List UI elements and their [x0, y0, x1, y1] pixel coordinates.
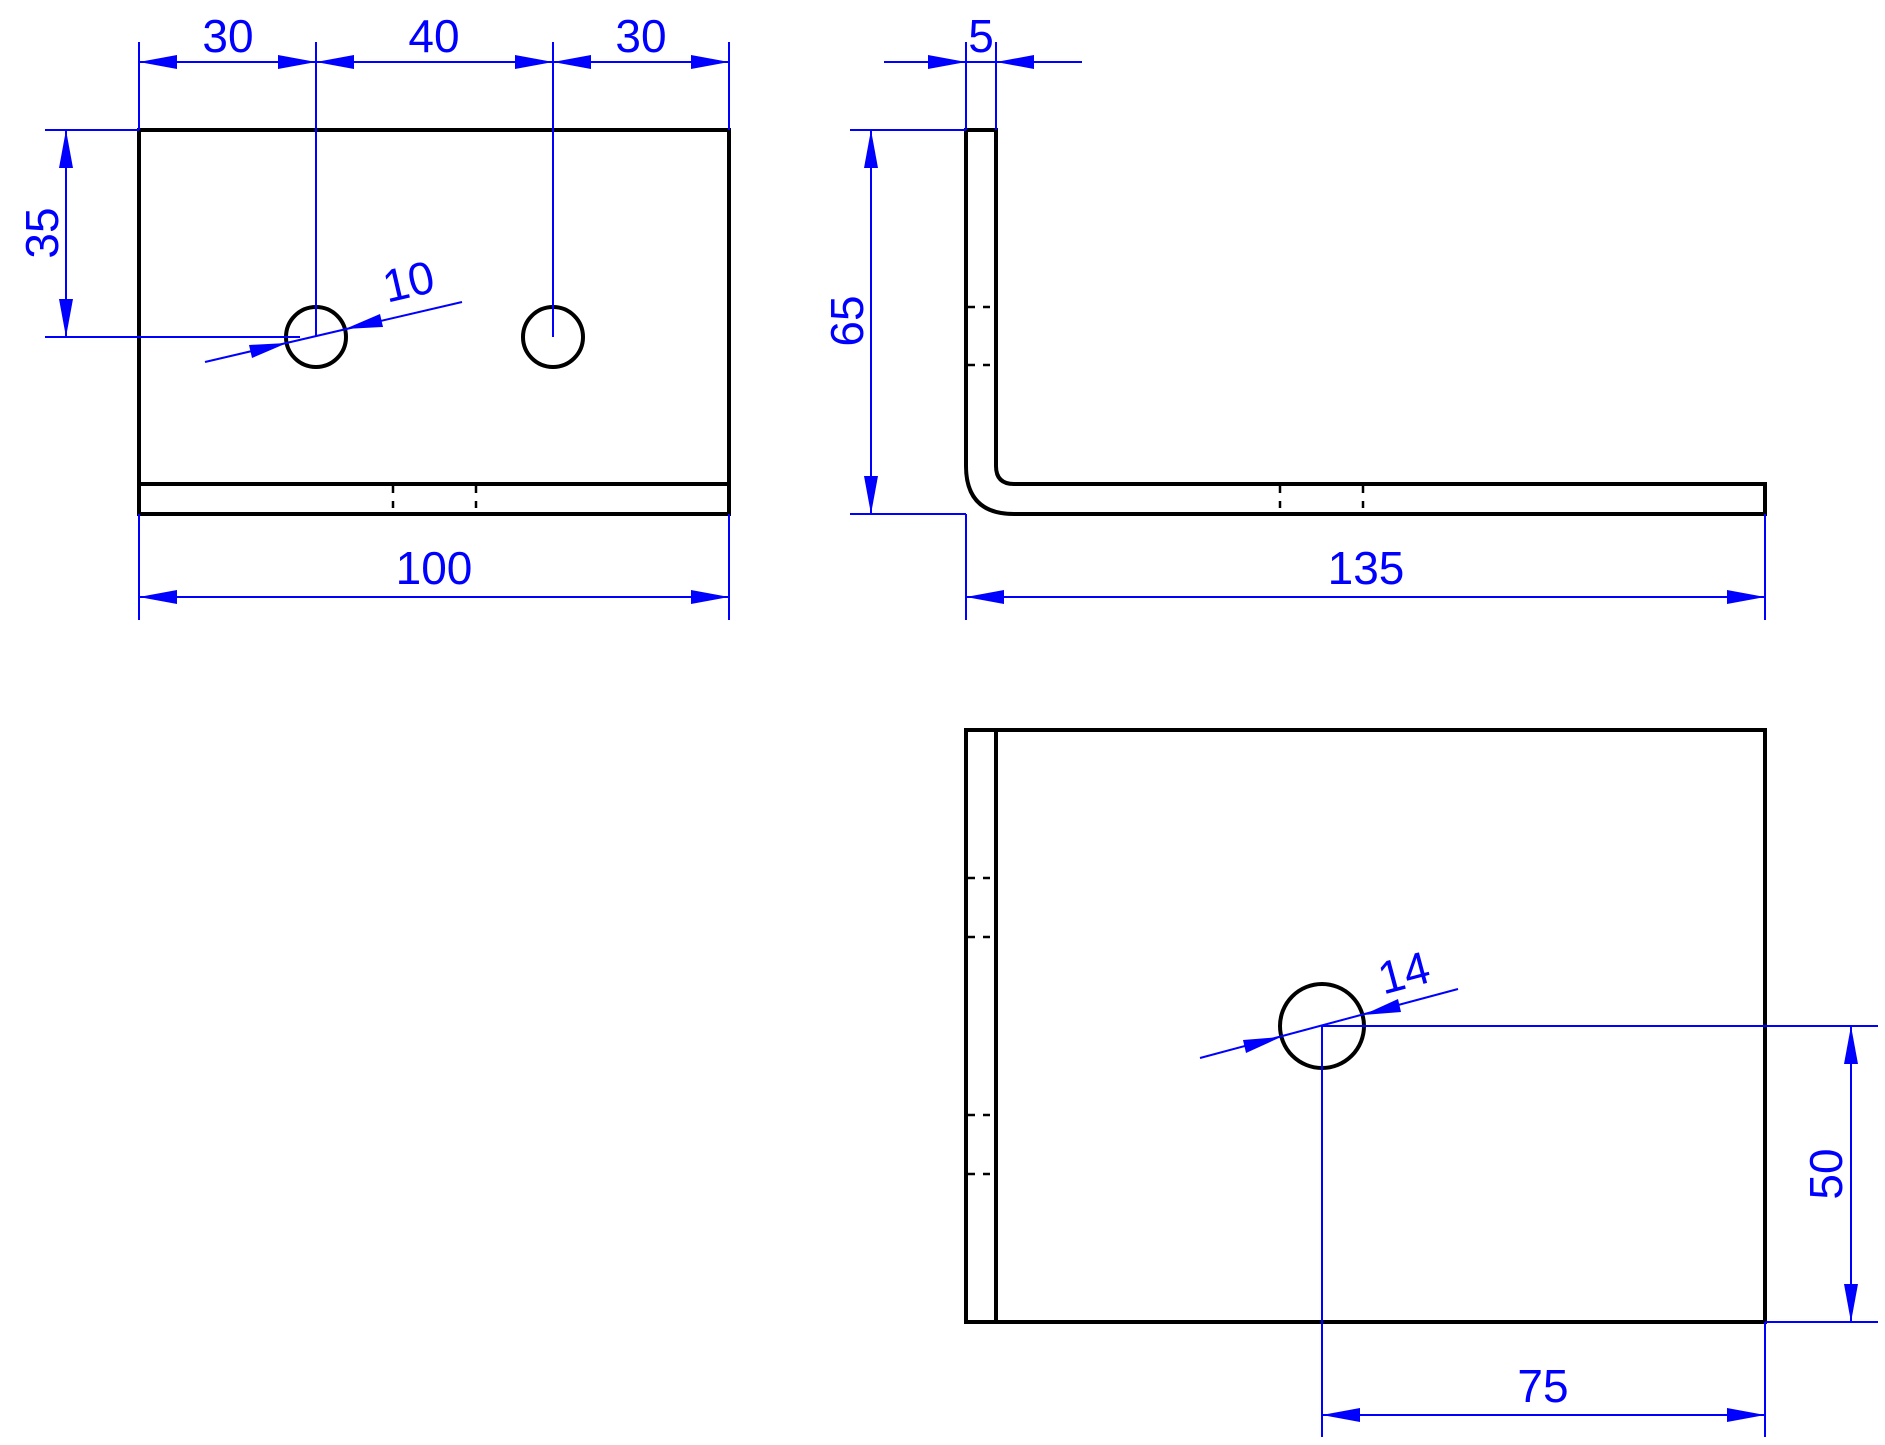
arrow [515, 55, 553, 69]
arrow [966, 590, 1004, 604]
arrow [928, 55, 966, 69]
top-view: 14 50 75 [964, 728, 1878, 1437]
arrow [278, 55, 316, 69]
dim-leader-hole [204, 301, 463, 363]
arrow [59, 130, 73, 168]
arrow [996, 55, 1034, 69]
side-view-profile [964, 128, 1767, 516]
arrow [1322, 1408, 1360, 1422]
arrow [139, 55, 177, 69]
arrow [691, 590, 729, 604]
arrow [691, 55, 729, 69]
front-view-outline [137, 128, 731, 516]
dim-text-top-right: 30 [615, 10, 666, 62]
dim-text-hole-y: 50 [1800, 1148, 1852, 1199]
front-view: 30 40 30 35 10 100 [16, 10, 731, 620]
arrow [249, 343, 287, 358]
arrow [1243, 1037, 1281, 1053]
arrow [864, 476, 878, 514]
dim-text-hole-x: 75 [1517, 1360, 1568, 1412]
dim-text-height: 35 [16, 207, 68, 258]
dim-text-hole: 10 [378, 250, 440, 312]
arrow [1844, 1026, 1858, 1064]
arrow [864, 130, 878, 168]
arrow [345, 314, 383, 329]
arrow [139, 590, 177, 604]
dim-text-top-hole: 14 [1372, 941, 1435, 1004]
dim-text-length: 135 [1328, 542, 1405, 594]
arrow [59, 299, 73, 337]
arrow [553, 55, 591, 69]
side-view: 5 65 135 [821, 10, 1767, 620]
arrow [1727, 1408, 1765, 1422]
dim-leader-top-hole [1199, 988, 1459, 1059]
dim-text-width: 100 [396, 542, 473, 594]
dim-text-top-mid: 40 [408, 10, 459, 62]
dim-text-thickness: 5 [968, 10, 994, 62]
arrow [316, 55, 354, 69]
dim-text-side-height: 65 [821, 295, 873, 346]
arrow [1363, 999, 1401, 1015]
arrow [1844, 1284, 1858, 1322]
arrow [1727, 590, 1765, 604]
dim-text-top-left: 30 [202, 10, 253, 62]
